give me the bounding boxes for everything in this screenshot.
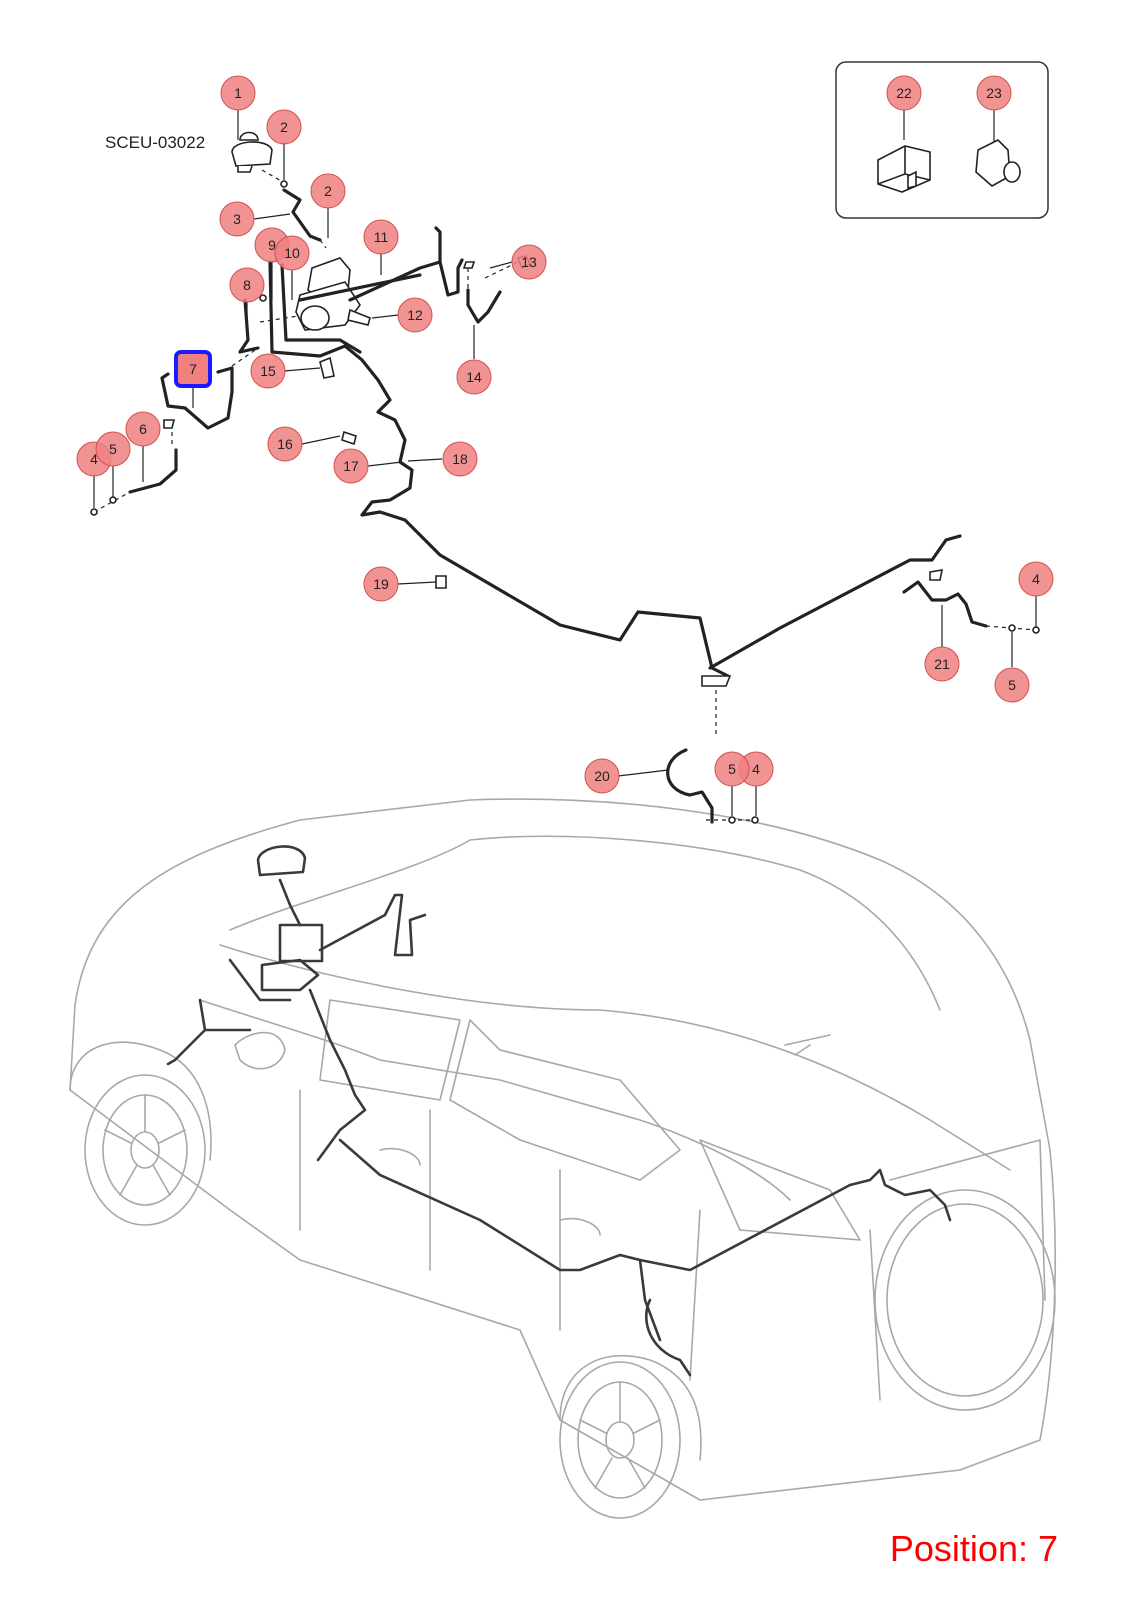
callout-c7[interactable]: 7 — [174, 350, 212, 388]
callout-label: 13 — [521, 254, 537, 270]
drawing-code: SCEU-03022 — [105, 133, 205, 152]
callout-c15[interactable]: 15 — [250, 353, 286, 389]
callout-c16[interactable]: 16 — [267, 426, 303, 462]
callout-c5a[interactable]: 5 — [95, 431, 131, 467]
callout-bubble — [310, 173, 346, 209]
callout-bubble — [219, 201, 255, 237]
callout-label: 8 — [243, 277, 251, 293]
callout-bubble — [274, 235, 310, 271]
vehicle-outline — [69, 798, 1056, 1519]
callout-c13[interactable]: 13 — [511, 244, 547, 280]
callout-bubble — [886, 75, 922, 111]
callout-bubble — [363, 219, 399, 255]
callout-c22[interactable]: 22 — [886, 75, 922, 111]
callout-label: 4 — [752, 761, 760, 777]
callout-bubble — [363, 566, 399, 602]
callout-label: 1 — [234, 85, 242, 101]
callout-c23[interactable]: 23 — [976, 75, 1012, 111]
callout-bubble — [456, 359, 492, 395]
position-label: Position: 7 — [889, 1528, 1058, 1569]
callout-bubble — [333, 448, 369, 484]
callout-bubble — [229, 267, 265, 303]
callout-bubble — [584, 758, 620, 794]
exploded-brake-parts — [90, 131, 1040, 824]
callout-label: 16 — [277, 436, 293, 452]
callout-label: 6 — [139, 421, 147, 437]
callout-c11[interactable]: 11 — [363, 219, 399, 255]
callout-c14[interactable]: 14 — [456, 359, 492, 395]
callout-label: 4 — [1032, 571, 1040, 587]
callout-bubble — [220, 75, 256, 111]
callout-bubble — [442, 441, 478, 477]
callout-label: 21 — [934, 656, 950, 672]
callout-c5b[interactable]: 5 — [994, 667, 1030, 703]
callout-c18[interactable]: 18 — [442, 441, 478, 477]
callout-label: 7 — [189, 361, 197, 377]
callout-c12[interactable]: 12 — [397, 297, 433, 333]
callout-c21[interactable]: 21 — [924, 646, 960, 682]
callout-c5c[interactable]: 5 — [714, 751, 750, 787]
callout-label: 2 — [280, 119, 288, 135]
callout-label: 15 — [260, 363, 276, 379]
callout-c3[interactable]: 3 — [219, 201, 255, 237]
callout-c2b[interactable]: 2 — [310, 173, 346, 209]
callout-bubble — [95, 431, 131, 467]
callout-label: 9 — [268, 237, 276, 253]
callout-c1[interactable]: 1 — [220, 75, 256, 111]
callout-label: 2 — [324, 183, 332, 199]
callout-bubble — [976, 75, 1012, 111]
callout-label: 20 — [594, 768, 610, 784]
callout-label: 18 — [452, 451, 468, 467]
callout-label: 23 — [986, 85, 1002, 101]
callout-bubble — [994, 667, 1030, 703]
callout-c2a[interactable]: 2 — [266, 109, 302, 145]
vehicle-brake-lines — [166, 845, 952, 1377]
selected-callout-outline — [174, 350, 212, 388]
callout-c17[interactable]: 17 — [333, 448, 369, 484]
callout-bubble — [924, 646, 960, 682]
callout-c6[interactable]: 6 — [125, 411, 161, 447]
callout-c8[interactable]: 8 — [229, 267, 265, 303]
callout-c4b[interactable]: 4 — [1018, 561, 1054, 597]
callout-label: 4 — [90, 451, 98, 467]
callout-label: 10 — [284, 245, 300, 261]
callout-label: 3 — [233, 211, 241, 227]
callout-bubble — [714, 751, 750, 787]
callout-bubble — [125, 411, 161, 447]
leader-lines — [93, 110, 1037, 816]
callout-c10[interactable]: 10 — [274, 235, 310, 271]
callout-bubble — [1018, 561, 1054, 597]
callout-label: 14 — [466, 369, 482, 385]
callout-label: 19 — [373, 576, 389, 592]
callout-label: 5 — [728, 761, 736, 777]
callout-label: 12 — [407, 307, 423, 323]
callout-bubble — [266, 109, 302, 145]
callout-c19[interactable]: 19 — [363, 566, 399, 602]
inset-box — [835, 61, 1049, 219]
callout-label: 17 — [343, 458, 359, 474]
callout-bubble — [511, 244, 547, 280]
callout-label: 11 — [374, 229, 389, 245]
callout-label: 5 — [1008, 677, 1016, 693]
callout-label: 5 — [109, 441, 117, 457]
callout-bubble — [397, 297, 433, 333]
callout-label: 22 — [896, 85, 912, 101]
callout-bubble — [250, 353, 286, 389]
callout-c20[interactable]: 20 — [584, 758, 620, 794]
callout-bubble — [267, 426, 303, 462]
